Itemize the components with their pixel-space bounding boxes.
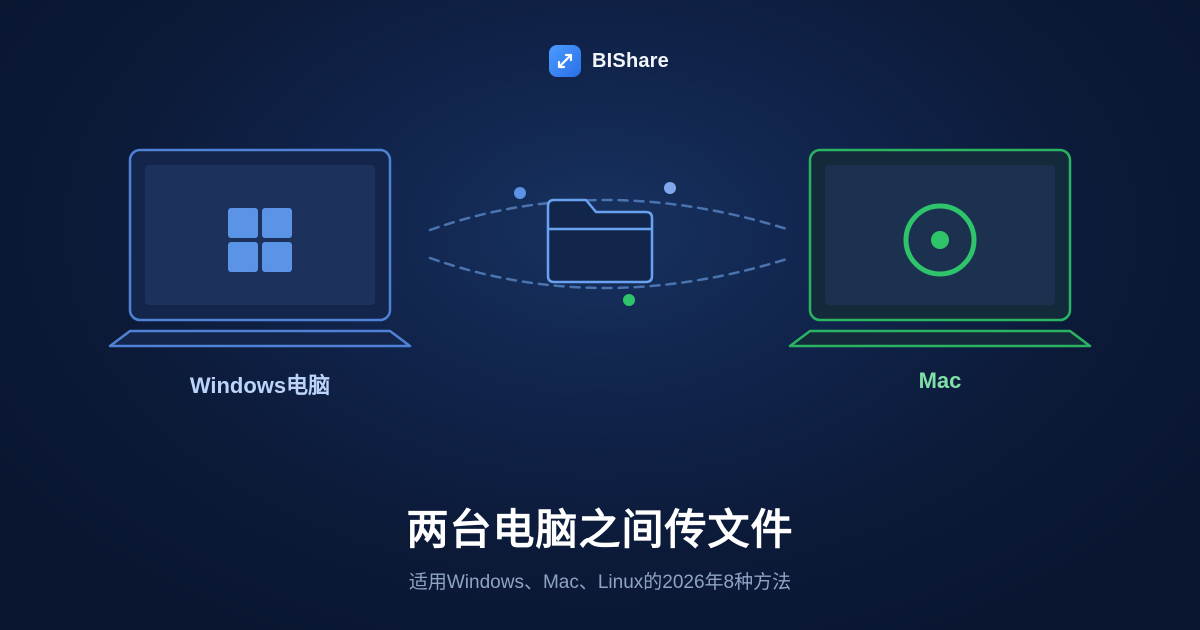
brand: BIShare bbox=[549, 45, 669, 77]
mac-laptop bbox=[788, 148, 1092, 348]
windows-logo-icon bbox=[228, 208, 292, 272]
particle-dot bbox=[623, 294, 635, 306]
target-circle-icon bbox=[903, 203, 977, 277]
particle-dot bbox=[514, 187, 526, 199]
particle-dot bbox=[664, 182, 676, 194]
brand-name: BIShare bbox=[592, 49, 669, 72]
share-link-icon bbox=[549, 45, 581, 77]
mac-label: Mac bbox=[918, 368, 962, 393]
transfer-arcs bbox=[428, 198, 792, 290]
folder-icon bbox=[546, 198, 654, 284]
page-title: 两台电脑之间传文件 bbox=[406, 506, 794, 553]
windows-label: Windows电脑 bbox=[189, 373, 331, 398]
windows-laptop bbox=[108, 148, 412, 348]
page-subtitle: 适用Windows、Mac、Linux的2026年8种方法 bbox=[408, 572, 792, 593]
